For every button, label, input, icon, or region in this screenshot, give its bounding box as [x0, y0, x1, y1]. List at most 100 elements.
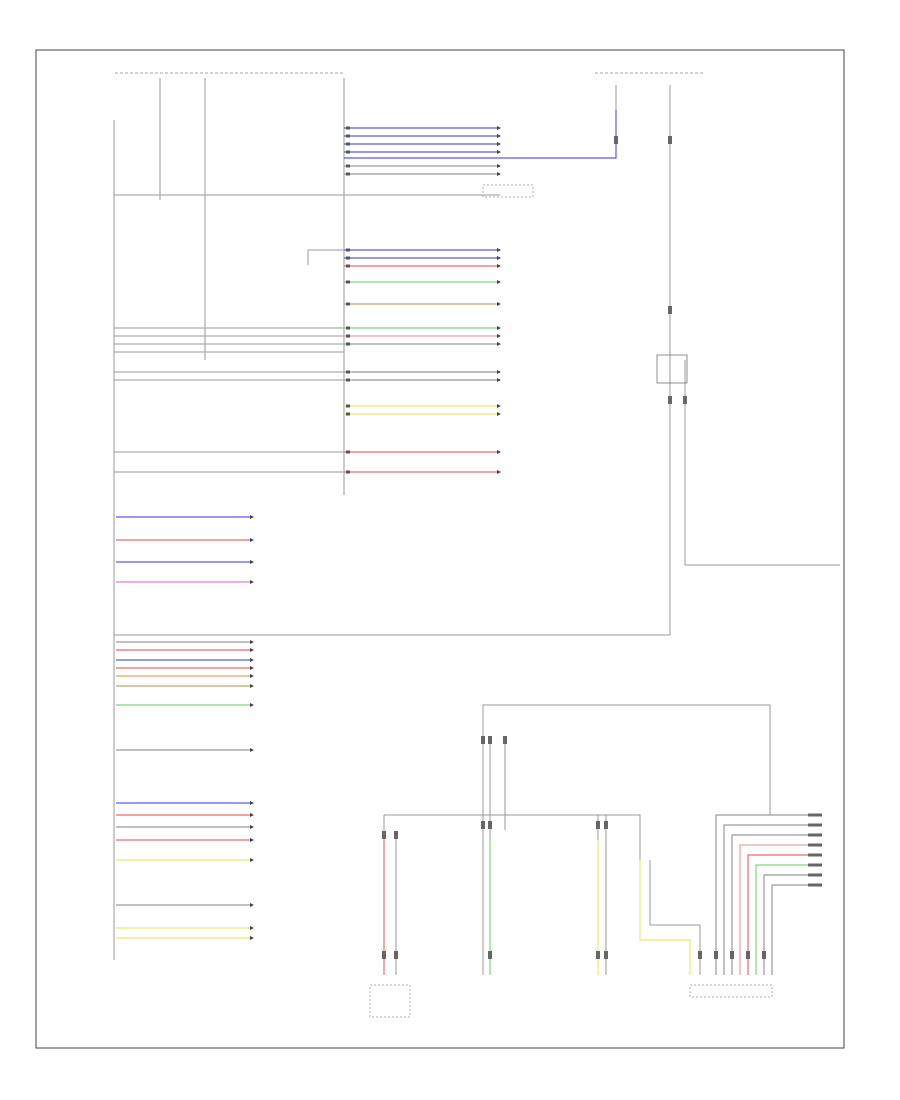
terminal [346, 256, 350, 260]
right-wire-group [715, 813, 822, 975]
terminal [808, 863, 822, 867]
terminal [346, 404, 350, 408]
gray-leads [114, 194, 500, 473]
terminal [382, 951, 386, 959]
right-wire [731, 834, 808, 975]
terminal [746, 951, 750, 959]
terminal [614, 136, 618, 144]
wire-arrow [250, 538, 254, 542]
wire-arrow [497, 412, 501, 416]
wire-arrow [250, 936, 254, 940]
terminal [604, 821, 608, 829]
trunk-lines [113, 78, 840, 960]
wire-arrow [250, 838, 254, 842]
diagram-border [35, 49, 845, 1049]
terminal [346, 302, 350, 306]
terminal [346, 470, 350, 474]
terminal [346, 264, 350, 268]
terminal [808, 883, 822, 887]
terminal [346, 248, 350, 252]
terminal [714, 951, 718, 959]
wire-arrow [250, 703, 254, 707]
wire-arrow [250, 748, 254, 752]
terminal [668, 306, 672, 314]
relay-box [656, 354, 688, 384]
wire-arrow [250, 648, 254, 652]
wire-arrow [497, 302, 501, 306]
terminal [808, 853, 822, 857]
terminal [346, 412, 350, 416]
terminal [596, 951, 600, 959]
wire-arrow [497, 172, 501, 176]
wire-arrow [497, 450, 501, 454]
terminal [762, 951, 766, 959]
wire-arrow [250, 674, 254, 678]
terminal [346, 172, 350, 176]
terminal [346, 342, 350, 346]
right-wire [715, 814, 808, 975]
terminal [346, 326, 350, 330]
terminal [346, 134, 350, 138]
right-wire [763, 874, 808, 975]
wire-arrow [497, 334, 501, 338]
terminal [668, 136, 672, 144]
splice-box [482, 184, 534, 198]
terminal [346, 164, 350, 168]
terminal [382, 831, 386, 839]
mid-wire-group [344, 126, 501, 474]
wire-arrow [497, 256, 501, 260]
connector-terminals [382, 136, 766, 959]
terminal [503, 736, 507, 744]
terminal [346, 378, 350, 382]
terminal [394, 951, 398, 959]
wire-arrow [250, 825, 254, 829]
terminal [481, 736, 485, 744]
right-wire [723, 824, 808, 975]
wire-arrow [250, 560, 254, 564]
wire-arrow [250, 640, 254, 644]
terminal [346, 280, 350, 284]
wire-arrow [497, 378, 501, 382]
terminal [488, 951, 492, 959]
terminal [488, 821, 492, 829]
wire-arrow [250, 903, 254, 907]
terminal [730, 951, 734, 959]
terminal [808, 873, 822, 877]
terminal [808, 813, 822, 817]
wire-arrow [497, 126, 501, 130]
wire-arrow [497, 404, 501, 408]
wire-arrow [250, 658, 254, 662]
wire-arrow [497, 264, 501, 268]
terminal [481, 821, 485, 829]
wire-arrow [497, 164, 501, 168]
wire-arrow [250, 684, 254, 688]
wire-arrow [250, 813, 254, 817]
wire-arrow [497, 150, 501, 154]
terminal [604, 951, 608, 959]
wire-arrow [497, 134, 501, 138]
terminal [346, 126, 350, 130]
terminal [808, 833, 822, 837]
left-wire-group [116, 515, 254, 940]
right-wire [739, 844, 808, 975]
terminal [346, 334, 350, 338]
terminal [808, 823, 822, 827]
terminal [346, 142, 350, 146]
wire-arrow [497, 248, 501, 252]
terminal [346, 370, 350, 374]
terminal [346, 450, 350, 454]
wire-arrow [497, 342, 501, 346]
wire-arrow [250, 858, 254, 862]
wire-arrow [497, 370, 501, 374]
wire-arrow [497, 142, 501, 146]
bottom-harness [369, 704, 810, 1018]
terminal [488, 736, 492, 744]
wire-arrow [250, 926, 254, 930]
wire-arrow [250, 515, 254, 519]
wire-arrow [497, 326, 501, 330]
wire-arrow [250, 580, 254, 584]
terminal [808, 843, 822, 847]
terminal [698, 951, 702, 959]
terminal [394, 831, 398, 839]
